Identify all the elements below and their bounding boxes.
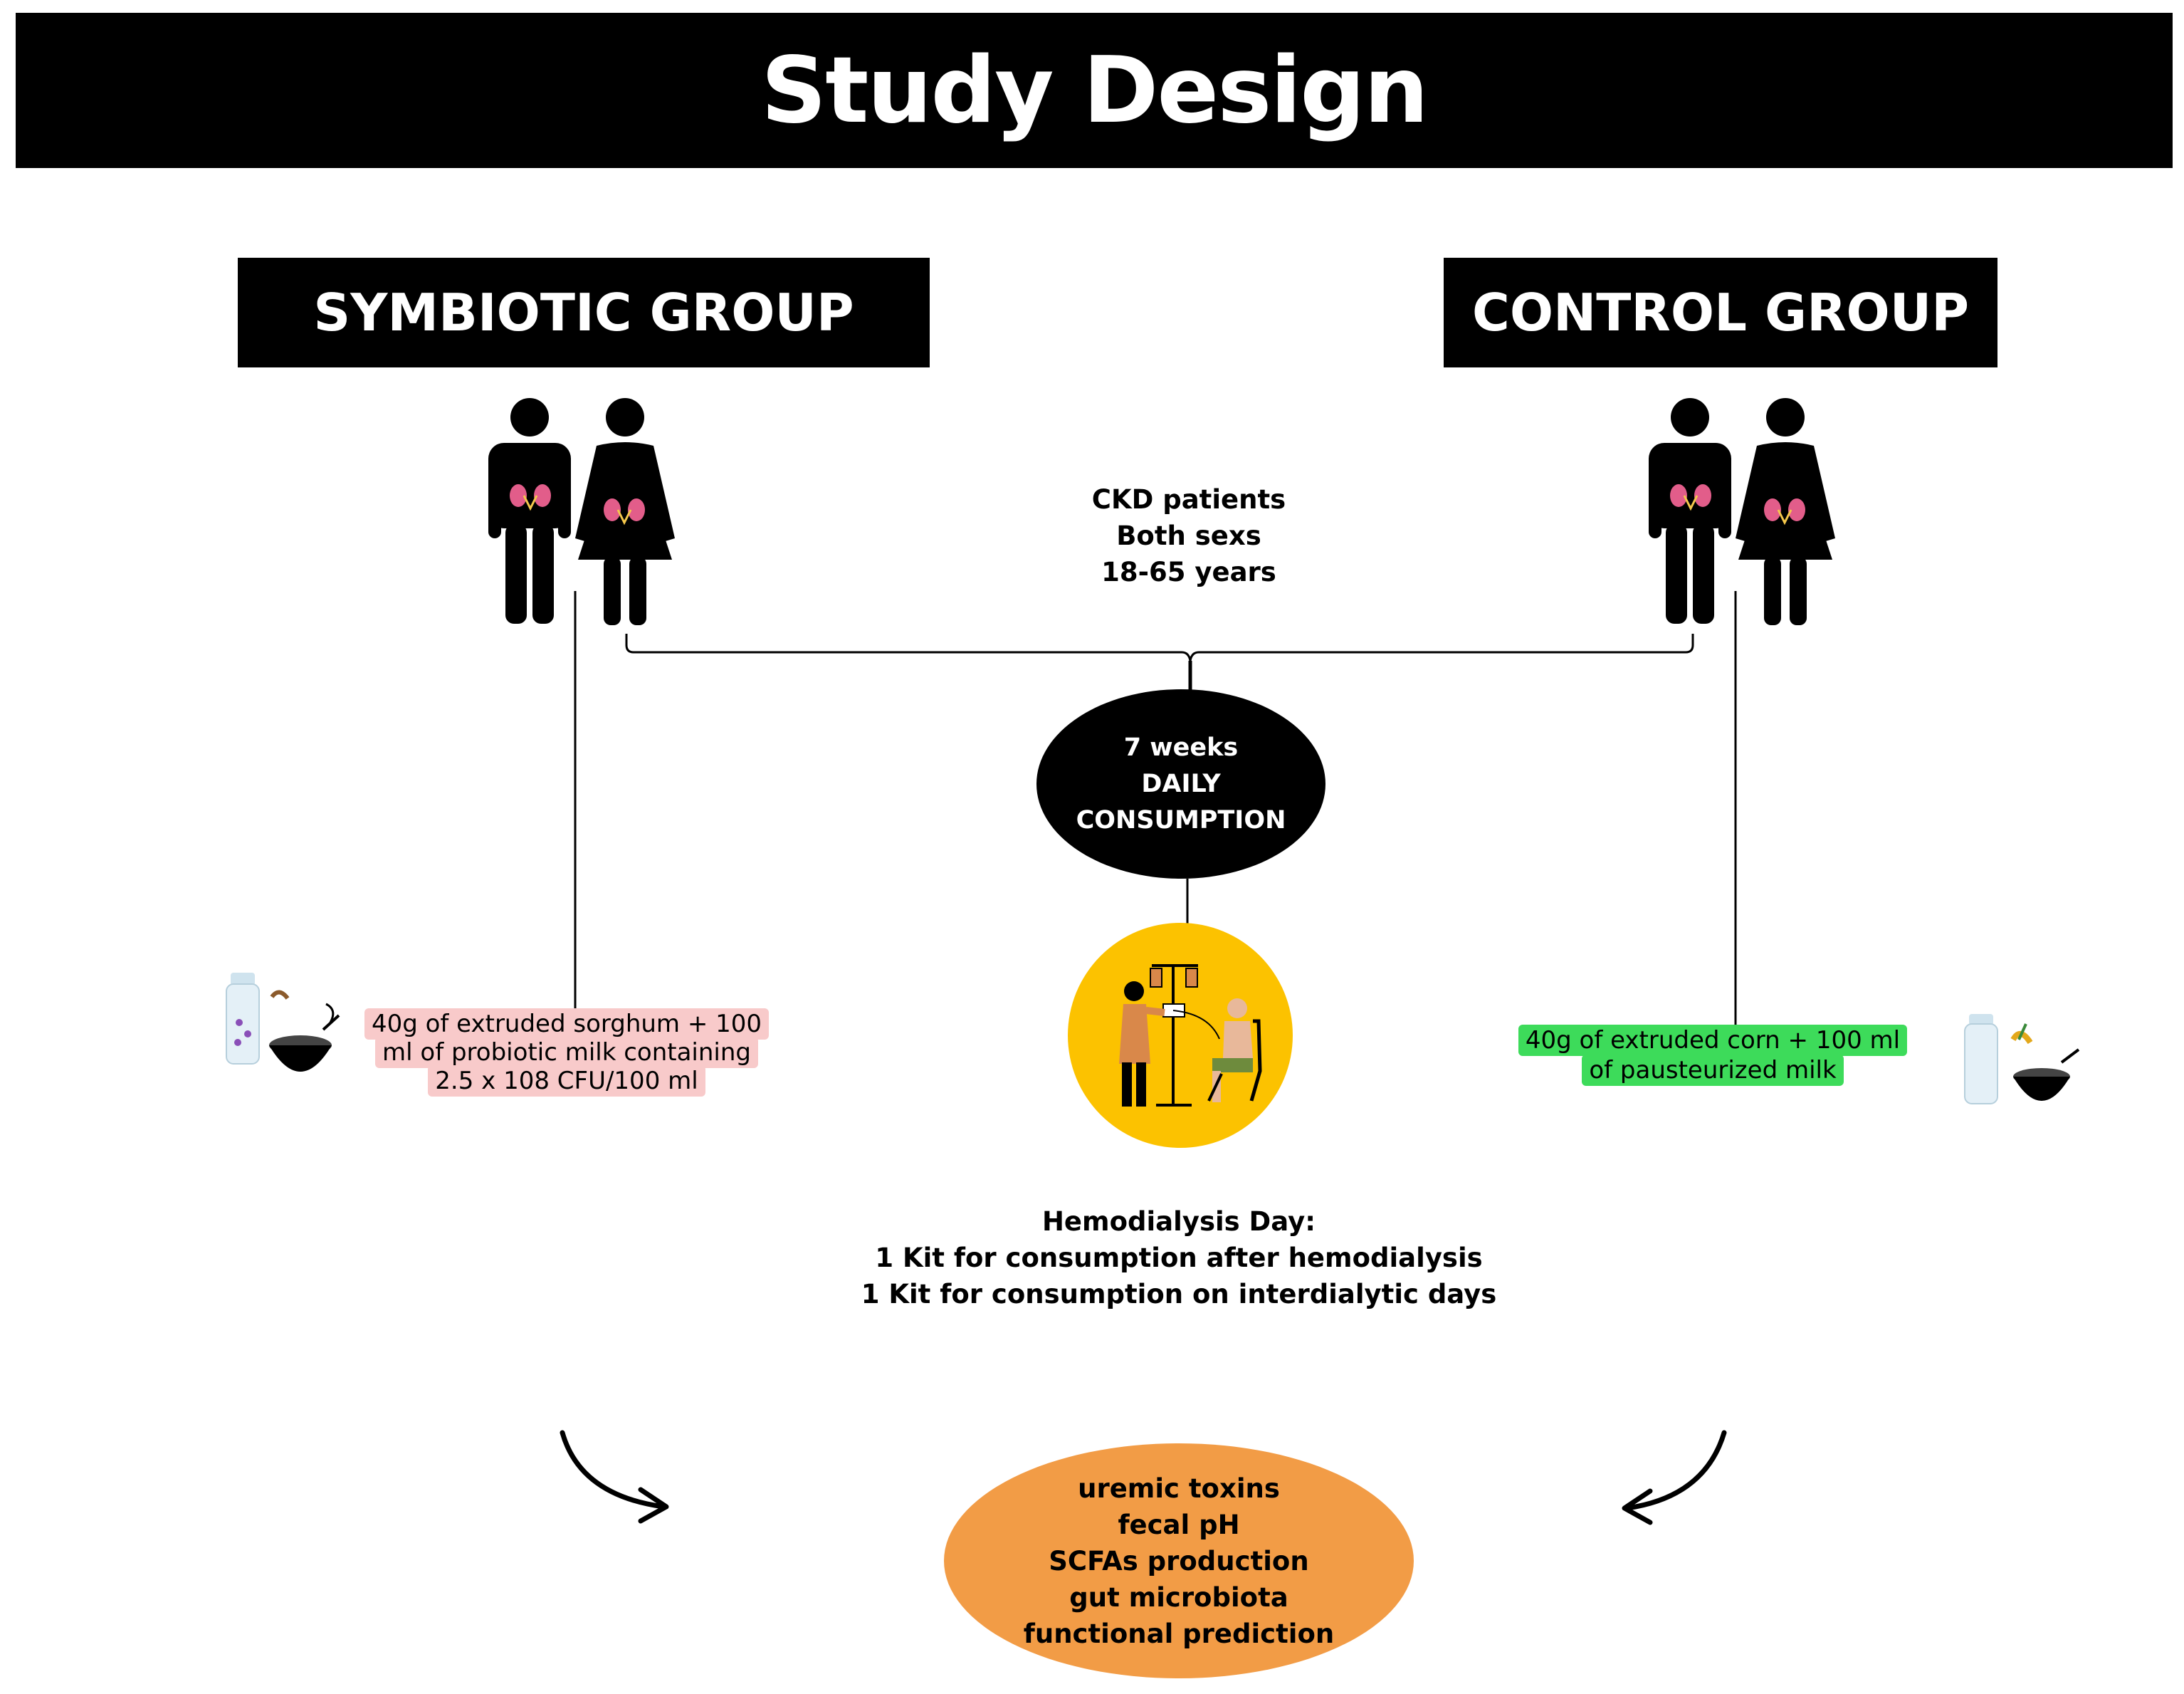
page-title: Study Design — [761, 37, 1429, 144]
intervention-duration-node: 7 weeks DAILY CONSUMPTION — [1036, 689, 1325, 879]
control-kit-icons — [1964, 1014, 2080, 1104]
cereal-bowl-icon — [269, 990, 340, 1072]
outcomes-node: uremic toxins fecal pH SCFAs production … — [944, 1443, 1414, 1678]
woman-icon — [575, 398, 675, 625]
kidney-icon — [1670, 484, 1805, 526]
symbiotic-kit-description: 40g of extruded sorghum + 100 ml of prob… — [360, 1008, 773, 1097]
control-group-header: CONTROL GROUP — [1444, 258, 1997, 367]
participants-line-2: Both sexs — [1116, 521, 1261, 551]
symbiotic-group-header: SYMBIOTIC GROUP — [238, 258, 930, 367]
hemodialysis-line-2: 1 Kit for consumption after hemodialysis — [875, 1243, 1483, 1273]
right-curved-arrow — [1624, 1430, 1727, 1511]
control-patients-figure — [1649, 398, 1835, 625]
intervention-line-1: 7 weeks — [1123, 733, 1239, 762]
hemodialysis-illustration — [1068, 923, 1293, 1148]
intervention-line-3: CONSUMPTION — [1076, 805, 1286, 835]
hemodialysis-schedule: Hemodialysis Day: 1 Kit for consumption … — [830, 1203, 1528, 1312]
left-curved-arrow — [560, 1430, 666, 1510]
outcome-item: gut microbiota — [1069, 1581, 1288, 1613]
symbiotic-kit-icons — [226, 973, 340, 1072]
outcome-item: fecal pH — [1118, 1509, 1240, 1540]
control-kit-description: 40g of extruded corn + 100 ml of pausteu… — [1513, 1025, 1912, 1086]
participants-criteria: CKD patients Both sexs 18-65 years — [1018, 481, 1360, 590]
woman-icon — [1736, 398, 1835, 625]
symbiotic-patients-figure — [488, 398, 675, 625]
hemodialysis-line-3: 1 Kit for consumption on interdialytic d… — [861, 1279, 1497, 1309]
control-group-label: CONTROL GROUP — [1472, 283, 1969, 343]
outcome-item: functional prediction — [1023, 1618, 1335, 1649]
outcome-item: uremic toxins — [1078, 1473, 1280, 1504]
symbiotic-group-label: SYMBIOTIC GROUP — [313, 283, 854, 343]
control-kit-text: 40g of extruded corn + 100 ml of pausteu… — [1518, 1025, 1908, 1086]
participants-line-3: 18-65 years — [1101, 557, 1276, 587]
milk-bottle-icon — [226, 973, 260, 1065]
man-icon — [488, 398, 571, 624]
kidney-icon — [510, 484, 645, 526]
intervention-line-2: DAILY — [1141, 769, 1221, 798]
man-icon — [1649, 398, 1731, 624]
cereal-bowl-icon — [2010, 1023, 2080, 1101]
outcome-item: SCFAs production — [1049, 1545, 1309, 1577]
title-banner: Study Design — [16, 13, 2173, 168]
participants-line-1: CKD patients — [1091, 484, 1286, 515]
symbiotic-kit-text: 40g of extruded sorghum + 100 ml of prob… — [364, 1008, 770, 1097]
milk-bottle-icon — [1964, 1014, 1998, 1104]
hemodialysis-line-1: Hemodialysis Day: — [1041, 1206, 1316, 1237]
